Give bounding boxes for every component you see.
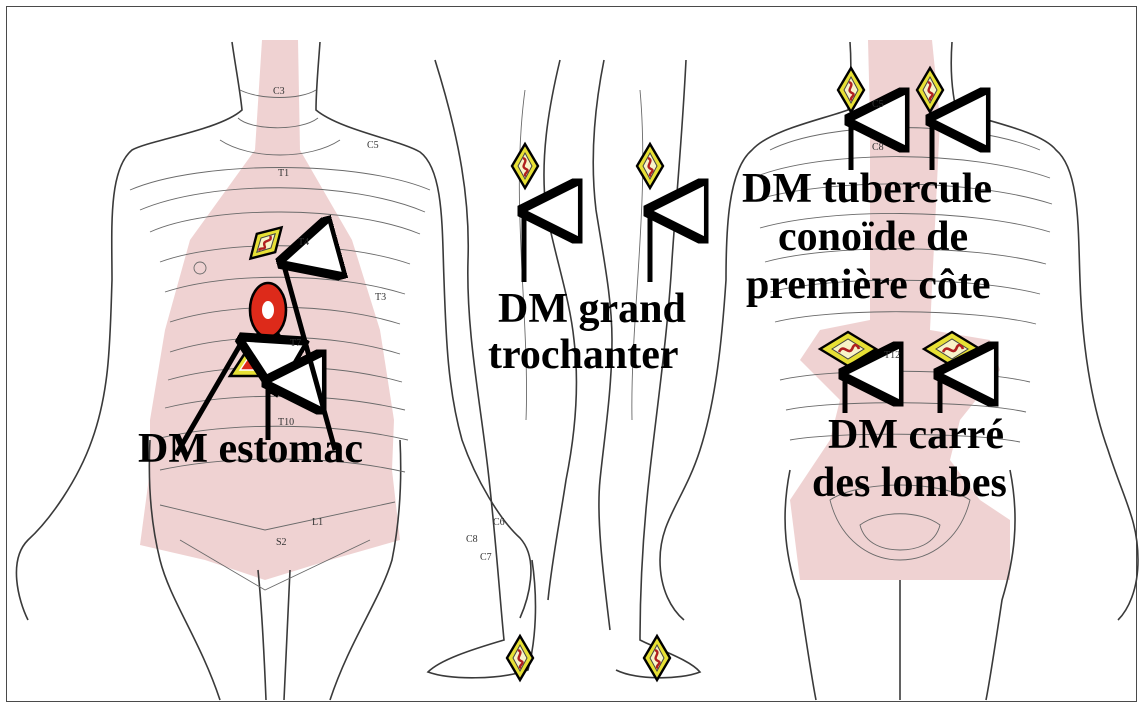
segment-label: C5 <box>872 99 884 110</box>
front-figure <box>16 40 530 700</box>
back-figure <box>660 40 1138 700</box>
segment-label: C7 <box>480 552 492 563</box>
segment-label: C5 <box>367 140 379 151</box>
segment-label: C8 <box>466 534 478 545</box>
callout-trochanter-2: trochanter <box>488 332 679 378</box>
callout-tubercule-2: conoïde de <box>778 214 968 260</box>
segment-label: S2 <box>276 537 287 548</box>
callout-tubercule-3: première côte <box>746 262 990 308</box>
segment-label: T12 <box>884 350 900 361</box>
callout-tubercule-1: DM tubercule <box>742 166 992 212</box>
callout-trochanter-1: DM grand <box>498 286 686 332</box>
callout-estomac: DM estomac <box>138 426 363 472</box>
segment-label: C3 <box>273 86 285 97</box>
diamond-marker-icon <box>637 144 663 188</box>
segment-label: C8 <box>872 142 884 153</box>
segment-label: T4 <box>298 237 309 248</box>
segment-label: T1 <box>278 168 289 179</box>
diamond-marker-icon <box>507 636 533 680</box>
diamond-marker-icon <box>838 68 864 112</box>
diamond-marker-icon <box>512 144 538 188</box>
segment-label: T7 <box>290 338 301 349</box>
callout-lombes-1: DM carré <box>828 412 1004 458</box>
segment-label: T3 <box>375 292 386 303</box>
segment-label: L1 <box>312 517 323 528</box>
segment-label: C6 <box>493 517 505 528</box>
callout-lombes-2: des lombes <box>812 460 1007 506</box>
diamond-marker-icon <box>644 636 670 680</box>
